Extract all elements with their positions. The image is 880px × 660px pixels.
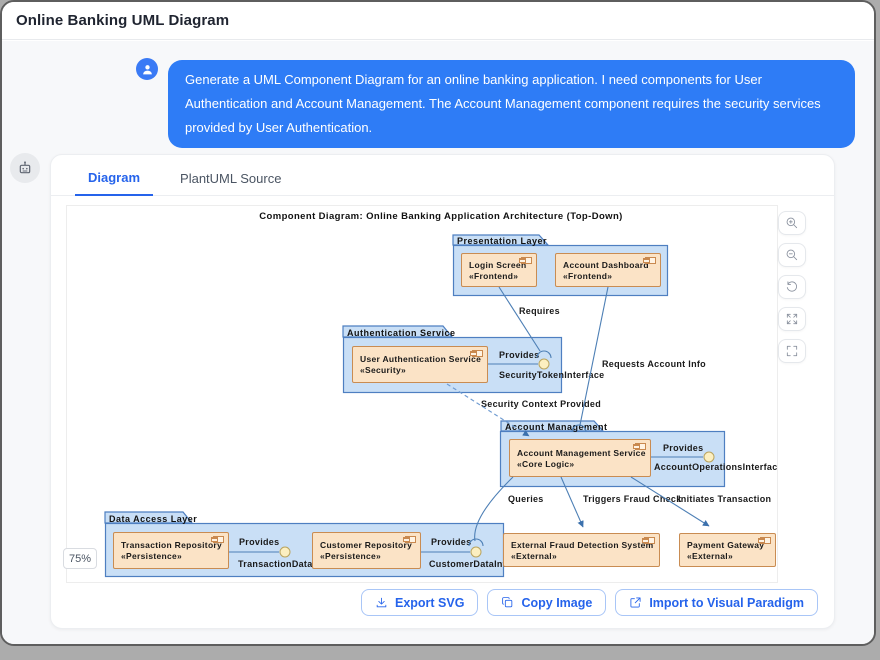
- interface-name-customer-data: CustomerDataInterface: [429, 559, 535, 569]
- interface-name-account-ops: AccountOperationsInterface: [654, 462, 778, 472]
- component-name: Transaction Repository: [121, 540, 223, 550]
- zoom-level-badge: 75%: [63, 548, 97, 569]
- reset-view-button[interactable]: [778, 275, 806, 299]
- user-avatar: [136, 58, 158, 80]
- interface-label-provides-transaction: Provides: [239, 537, 280, 547]
- copy-image-button[interactable]: Copy Image: [487, 589, 607, 616]
- export-svg-button[interactable]: Export SVG: [361, 589, 479, 616]
- component-icon: [519, 257, 532, 264]
- app-window: Online Banking UML Diagram Generate a UM…: [0, 0, 876, 646]
- component-name: Account Dashboard: [563, 260, 649, 270]
- diagram-card: Diagram PlantUML Source: [50, 154, 835, 629]
- component-icon: [758, 537, 771, 544]
- component-name: Payment Gateway: [687, 540, 765, 550]
- component-icon: [633, 443, 646, 450]
- zoom-out-button[interactable]: [778, 243, 806, 267]
- component-icon: [643, 257, 656, 264]
- component-stereotype: «Frontend»: [469, 271, 519, 281]
- diagram-title: Component Diagram: Online Banking Applic…: [259, 211, 623, 222]
- component-account-mgmt-service: Account Management Service «Core Logic»: [509, 439, 651, 477]
- action-bar: Export SVG Copy Image Import to Visual P…: [361, 589, 818, 616]
- component-name: External Fraud Detection System: [511, 540, 654, 550]
- component-user-auth-service: User Authentication Service «Security»: [352, 346, 488, 383]
- component-icon: [642, 537, 655, 544]
- edge-label-triggers-fraud-check: Triggers Fraud Check: [583, 494, 682, 504]
- edge-label-requests-account-info: Requests Account Info: [602, 359, 706, 369]
- import-visual-paradigm-button[interactable]: Import to Visual Paradigm: [615, 589, 818, 616]
- component-name: Login Screen: [469, 260, 527, 270]
- component-name: Customer Repository: [320, 540, 413, 550]
- reset-rotate-icon: [786, 281, 797, 292]
- edge-label-initiates-transaction: Initiates Transaction: [678, 494, 772, 504]
- zoom-in-icon: [786, 217, 798, 229]
- component-stereotype: «Persistence»: [121, 551, 183, 561]
- interface-label-provides-auth: Provides: [499, 350, 540, 360]
- user-message-bubble: Generate a UML Component Diagram for an …: [168, 60, 855, 148]
- component-stereotype: «External»: [511, 551, 557, 561]
- package-label-authentication: Authentication Service: [347, 327, 456, 338]
- package-label-presentation: Presentation Layer: [457, 236, 548, 246]
- external-link-icon: [630, 597, 641, 608]
- interface-name-security-token: SecurityTokenInterface: [499, 370, 605, 380]
- package-label-account-mgmt: Account Management: [505, 422, 608, 432]
- download-icon: [376, 597, 387, 608]
- export-svg-label: Export SVG: [395, 595, 465, 610]
- edge-label-security-context: Security Context Provided: [481, 399, 602, 409]
- component-stereotype: «Persistence»: [320, 551, 382, 561]
- zoom-out-icon: [786, 249, 798, 261]
- interface-label-provides-account: Provides: [663, 443, 704, 453]
- package-shapes: [104, 234, 726, 578]
- tab-bar: Diagram PlantUML Source: [51, 155, 834, 196]
- tab-diagram[interactable]: Diagram: [75, 170, 154, 196]
- main-content: Generate a UML Component Diagram for an …: [2, 41, 874, 644]
- diagram-canvas[interactable]: Component Diagram: Online Banking Applic…: [66, 205, 778, 583]
- component-icon: [403, 536, 416, 543]
- component-stereotype: «Frontend»: [563, 271, 613, 281]
- zoom-in-button[interactable]: [778, 211, 806, 235]
- component-customer-repository: Customer Repository «Persistence»: [312, 532, 421, 569]
- package-label-data-access: Data Access Layer: [109, 513, 198, 524]
- page-title: Online Banking UML Diagram: [16, 12, 230, 29]
- fit-view-button[interactable]: [778, 307, 806, 331]
- component-icon: [470, 350, 483, 357]
- component-name: User Authentication Service: [360, 354, 482, 364]
- import-visual-paradigm-label: Import to Visual Paradigm: [649, 595, 804, 610]
- edge-label-requires: Requires: [519, 306, 560, 316]
- fullscreen-button[interactable]: [778, 339, 806, 363]
- edge-label-queries: Queries: [508, 494, 544, 504]
- interface-label-provides-customer: Provides: [431, 537, 472, 547]
- person-icon: [142, 64, 152, 74]
- component-account-dashboard: Account Dashboard «Frontend»: [555, 253, 661, 287]
- component-name: Account Management Service: [517, 448, 646, 458]
- copy-image-label: Copy Image: [521, 595, 593, 610]
- copy-icon: [502, 597, 513, 608]
- tab-plantuml-source[interactable]: PlantUML Source: [180, 171, 282, 186]
- component-transaction-repository: Transaction Repository «Persistence»: [113, 532, 229, 569]
- component-login-screen: Login Screen «Frontend»: [461, 253, 537, 287]
- component-icon: [211, 536, 224, 543]
- component-fraud-detection: External Fraud Detection System «Externa…: [503, 533, 660, 567]
- robot-icon: [19, 161, 31, 174]
- expand-arrows-icon: [786, 313, 798, 325]
- bot-avatar: [10, 153, 40, 183]
- component-stereotype: «Security»: [360, 365, 406, 375]
- interface-name-transaction-data: TransactionDataInterface: [238, 559, 353, 569]
- app-header: Online Banking UML Diagram: [2, 2, 874, 40]
- component-stereotype: «Core Logic»: [517, 459, 575, 469]
- component-payment-gateway: Payment Gateway «External»: [679, 533, 776, 567]
- component-stereotype: «External»: [687, 551, 733, 561]
- fullscreen-brackets-icon: [786, 345, 798, 357]
